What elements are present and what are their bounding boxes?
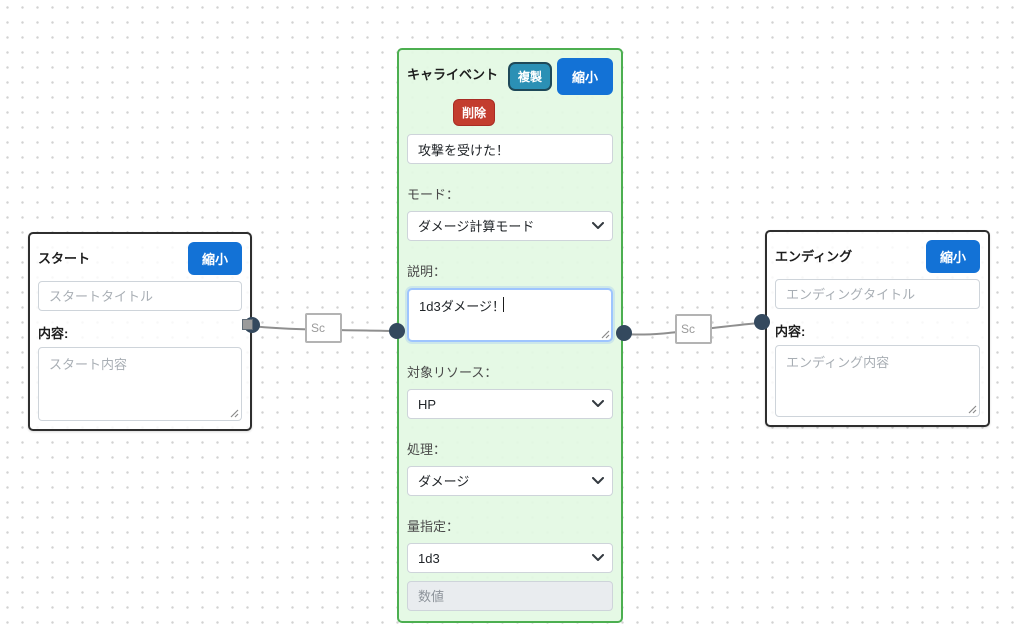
target-resource-label: 対象リソース： [407,365,498,380]
description-textarea[interactable]: 1d3ダメージ！ [407,288,613,342]
edge-endpoint-handle[interactable] [242,319,253,330]
process-select[interactable]: ダメージ [407,466,613,496]
collapse-button[interactable]: 縮小 [925,240,980,273]
text-caret [503,297,504,312]
character-event-node[interactable]: キャライベント 複製 縮小 削除 モード： ダメージ計算モード 説明： 1d3ダ… [397,48,623,623]
event-input-port[interactable] [389,323,405,339]
event-node-header: キャライベント 複製 縮小 [407,58,613,95]
number-input [407,581,613,611]
event-name-input[interactable] [407,134,613,164]
mode-label: モード： [407,187,460,202]
ending-node[interactable]: エンディング 縮小 内容: [765,230,990,427]
ending-content-textarea[interactable] [775,345,980,417]
collapse-button[interactable]: 縮小 [556,58,613,95]
amount-select[interactable]: 1d3 [407,543,613,573]
ending-title-input[interactable] [775,279,980,309]
ending-content-label: 内容: [775,324,806,339]
start-title-input[interactable] [38,281,242,311]
start-node-title: スタート [38,251,91,266]
target-resource-select[interactable]: HP [407,389,613,419]
start-node[interactable]: スタート 縮小 内容: [28,232,252,431]
edge-label-input[interactable]: Sc [305,313,342,343]
edge-label-input[interactable]: Sc [675,314,712,344]
description-label: 説明： [407,264,447,279]
delete-button[interactable]: 削除 [453,99,496,126]
ending-node-title: エンディング [775,249,853,264]
event-node-header-row2: 削除 [407,99,613,126]
start-node-header: スタート 縮小 [38,242,242,275]
event-output-port[interactable] [616,325,632,341]
ending-node-header: エンディング 縮小 [775,240,980,273]
duplicate-button[interactable]: 複製 [507,62,552,91]
amount-label: 量指定： [407,519,460,534]
mode-select[interactable]: ダメージ計算モード [407,211,613,241]
event-node-title: キャライベント [407,67,499,82]
collapse-button[interactable]: 縮小 [187,242,242,275]
start-content-label: 内容: [38,326,69,341]
process-label: 処理： [407,442,447,457]
ending-input-port[interactable] [754,314,770,330]
start-content-textarea[interactable] [38,347,242,421]
